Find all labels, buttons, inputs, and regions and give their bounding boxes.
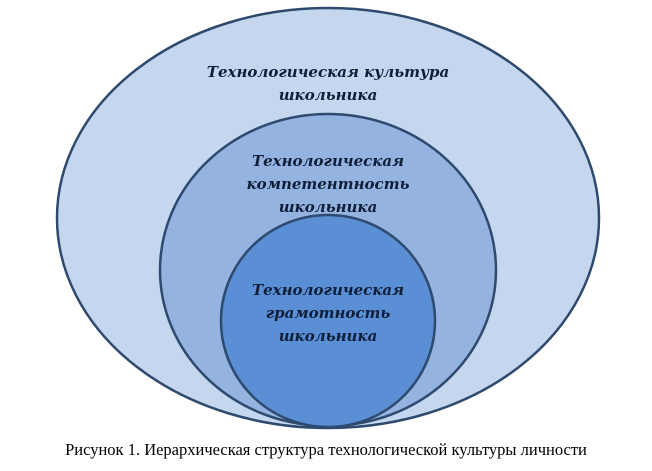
inner-label-line-1: Технологическая xyxy=(252,281,404,299)
outer-label-line-1: Технологическая культура xyxy=(207,63,449,81)
middle-label-line-3: школьника xyxy=(279,198,378,216)
inner-label-line-3: школьника xyxy=(279,327,378,345)
middle-label-line-2: компетентность xyxy=(247,175,410,193)
inner-label-line-2: грамотность xyxy=(266,304,391,322)
outer-label-line-2: школьника xyxy=(279,86,378,104)
figure-caption: Рисунок 1. Иерархическая структура техно… xyxy=(65,440,587,459)
middle-label-line-1: Технологическая xyxy=(252,152,404,170)
inner-ellipse-literacy xyxy=(219,213,437,429)
